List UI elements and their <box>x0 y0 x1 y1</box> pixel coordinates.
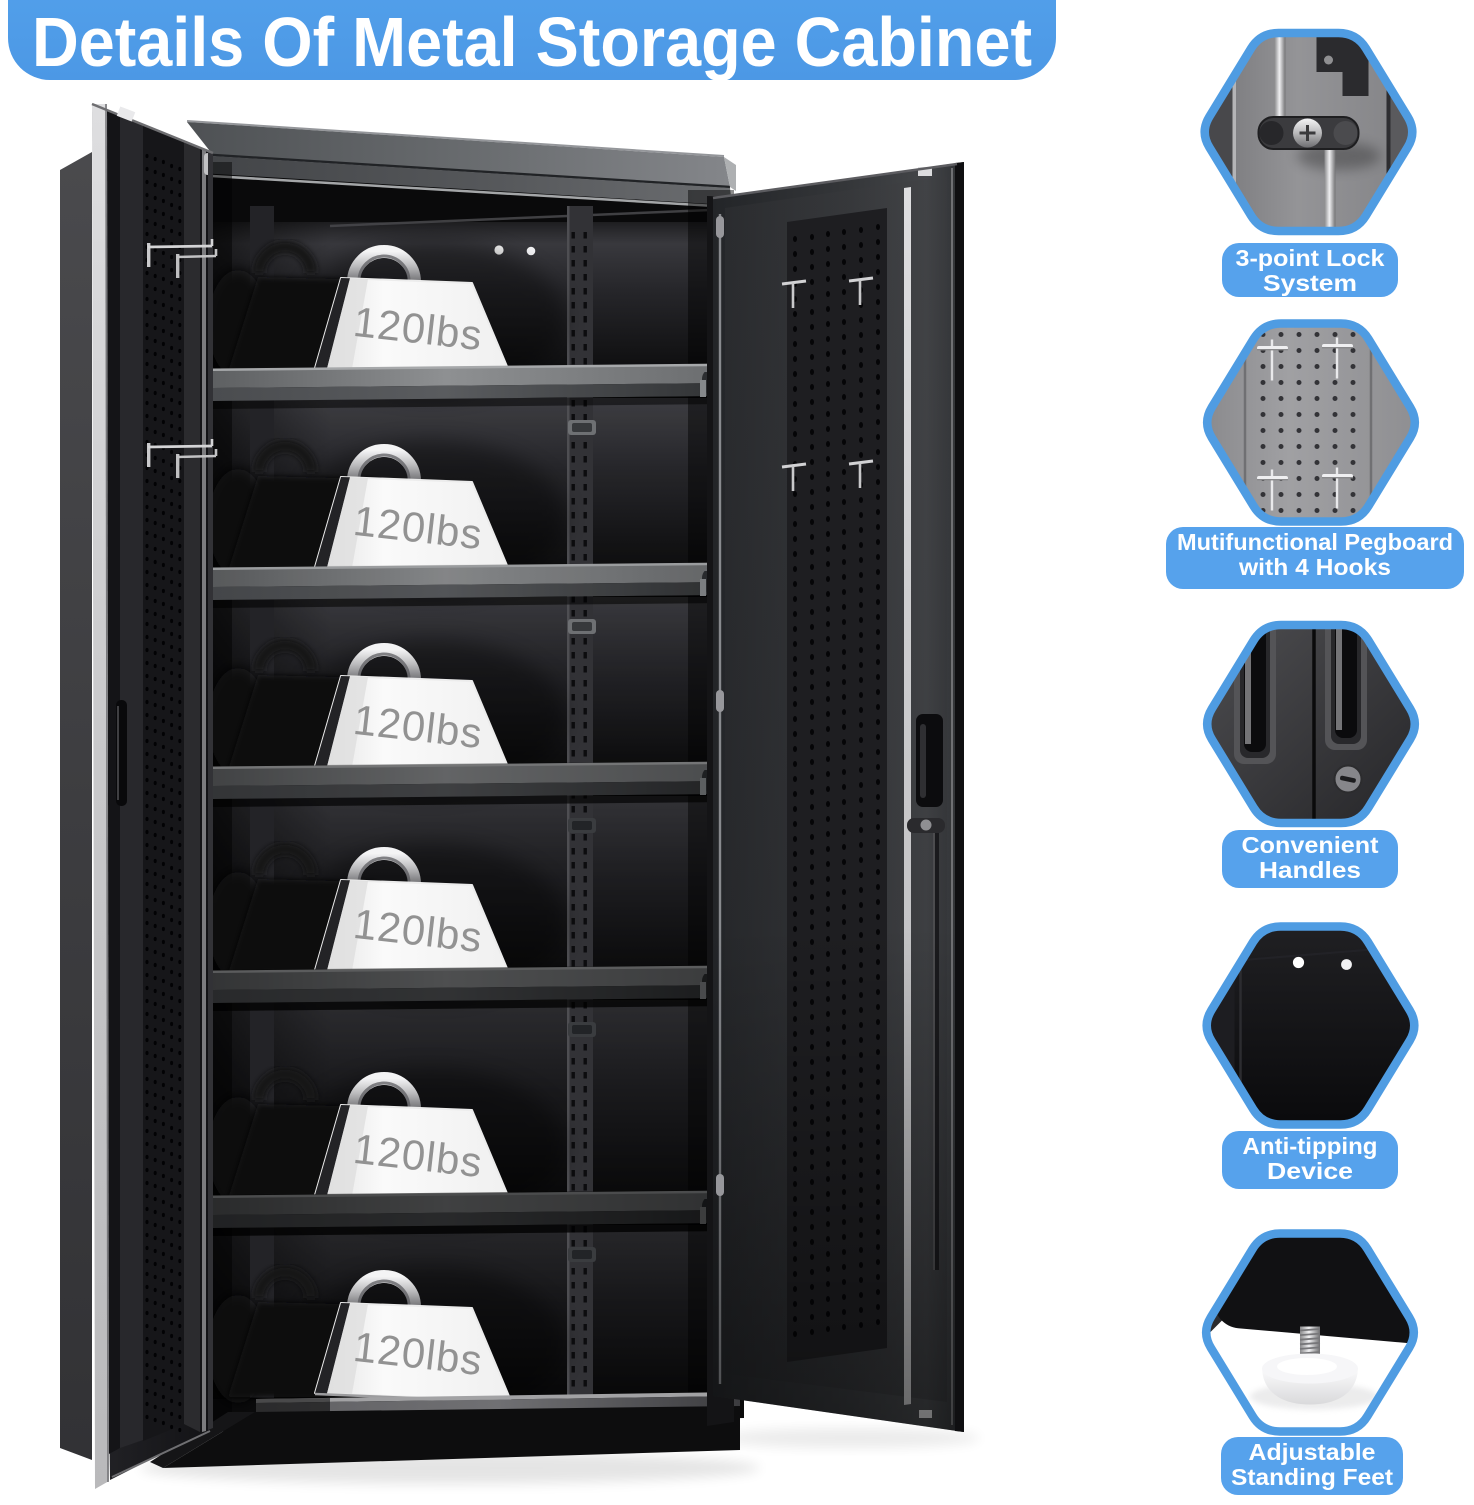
svg-text:Device: Device <box>1267 1158 1353 1184</box>
svg-text:Convenient: Convenient <box>1242 832 1379 858</box>
svg-text:Handles: Handles <box>1259 857 1361 883</box>
svg-text:Anti-tipping: Anti-tipping <box>1243 1133 1378 1159</box>
svg-text:with 4 Hooks: with 4 Hooks <box>1238 554 1391 580</box>
svg-text:3-point Lock: 3-point Lock <box>1236 245 1385 271</box>
svg-text:System: System <box>1263 270 1357 296</box>
svg-text:Mutifunctional Pegboard: Mutifunctional Pegboard <box>1177 529 1453 555</box>
svg-text:Standing Feet: Standing Feet <box>1231 1464 1393 1490</box>
svg-text:Adjustable: Adjustable <box>1249 1439 1376 1465</box>
svg-text:Details Of Metal Storage Cabin: Details Of Metal Storage Cabinet <box>32 3 1032 81</box>
